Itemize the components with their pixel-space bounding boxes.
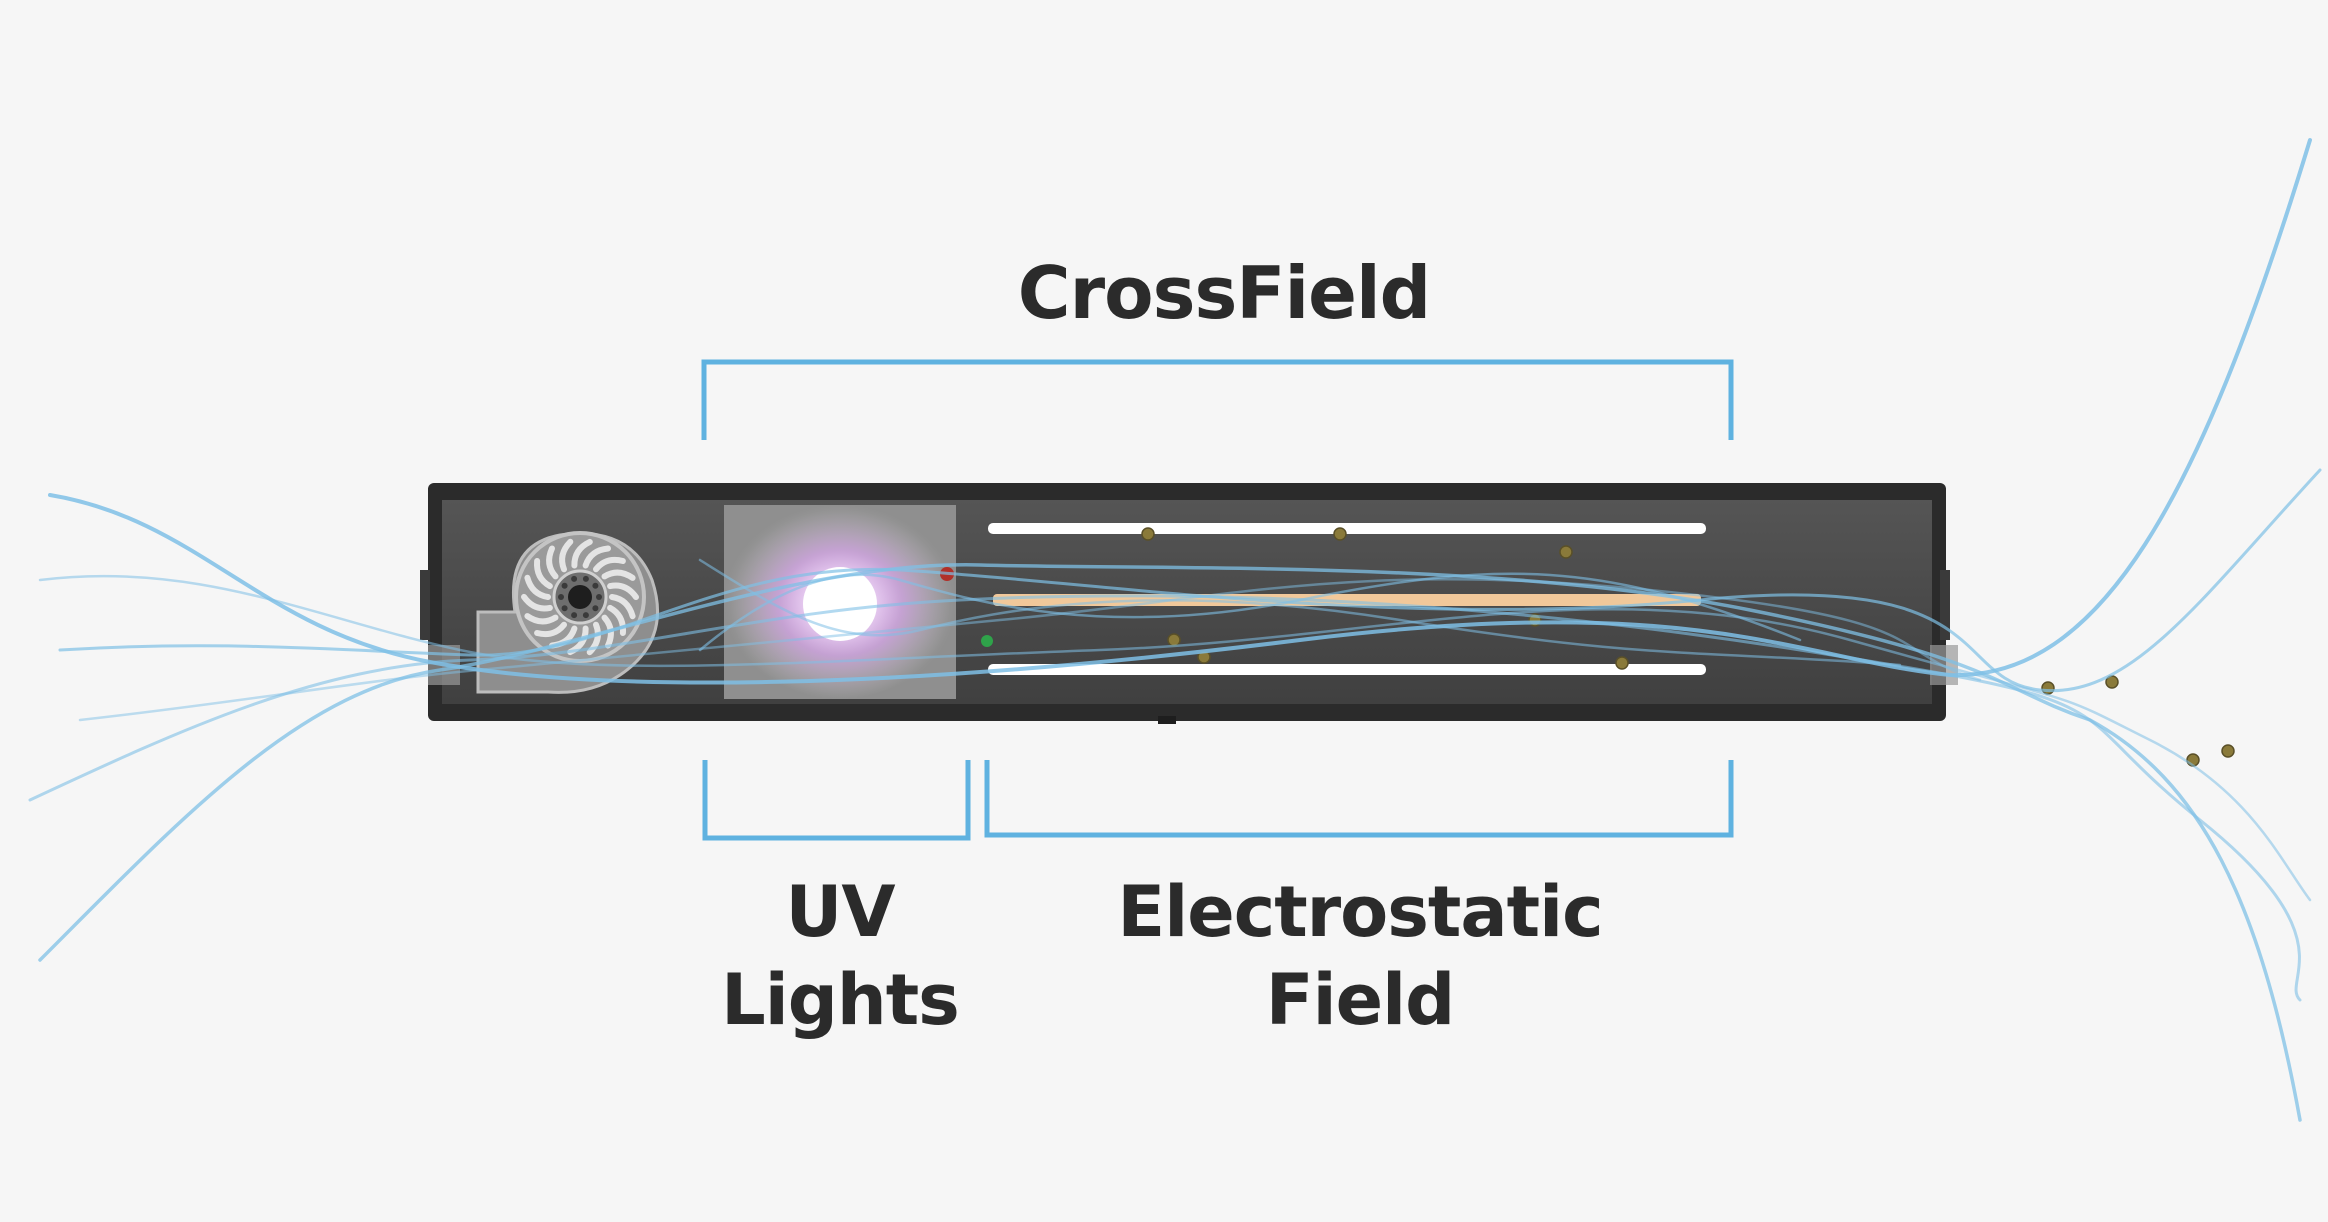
fan-hub-hole: [558, 594, 564, 600]
fan-hub-hole: [592, 582, 599, 589]
particle: [2221, 744, 2235, 758]
fan-blade: [524, 613, 559, 625]
fan-blade: [571, 538, 593, 569]
particle: [1167, 633, 1181, 647]
fan-blade: [593, 556, 626, 573]
particle: [2041, 681, 2055, 695]
crossfield-title: CrossField: [1017, 251, 1431, 335]
electrostatic-field-bracket: [984, 760, 1734, 838]
fan-blade: [521, 593, 553, 612]
fan-blade: [534, 621, 567, 638]
crossfield-label: CrossField: [1014, 248, 1434, 338]
fan-blade: [601, 569, 636, 581]
electrostatic-field-label: Electrostatic Field: [1060, 868, 1660, 1044]
fan-hub-hole: [561, 582, 568, 589]
particle-green: [981, 635, 993, 647]
airflow-stream: [38, 574, 2312, 902]
fan-blade: [609, 594, 636, 620]
particle: [1559, 545, 1573, 559]
uv-lights-label-line2: Lights: [721, 959, 960, 1041]
uv-lights-bracket: [702, 760, 971, 841]
uv-lights-label: UV Lights: [680, 868, 1000, 1044]
fan-blade: [559, 538, 574, 573]
airflow-stream: [78, 577, 1982, 722]
fan-blade: [534, 558, 553, 590]
particle: [1615, 656, 1629, 670]
particle: [1333, 527, 1347, 541]
fan-blade: [546, 545, 559, 580]
airflow-streams: [28, 138, 2322, 1122]
airflow-stream: [698, 572, 1802, 652]
fan-hub-hole: [582, 612, 589, 619]
electrostatic-field-label-line2: Field: [1265, 959, 1455, 1041]
fan-blade: [524, 574, 551, 600]
airflow-stream: [698, 558, 1902, 667]
particle: [1141, 527, 1155, 541]
airflow-stream: [48, 138, 2312, 685]
fan-blade: [607, 604, 626, 636]
airflow-stream: [38, 563, 2302, 1122]
uv-lamp-icon: [803, 567, 877, 641]
fan-hub-hole: [571, 612, 578, 619]
fan-hub-hole: [596, 594, 602, 600]
crossfield-bracket: [701, 359, 1734, 440]
fan-blade: [582, 545, 611, 569]
fan-hub-hole: [582, 575, 589, 582]
airflow-stream: [58, 468, 2322, 693]
fan-blade: [607, 582, 639, 601]
fan-hub-hole: [592, 605, 599, 612]
airflow-stream: [28, 594, 2302, 1002]
fan-hub-hole: [561, 605, 568, 612]
fan-hub-hole: [571, 575, 578, 582]
uv-lights-label-line1: UV: [785, 871, 895, 953]
electrostatic-field-label-line1: Electrostatic: [1117, 871, 1603, 953]
fan-blade: [586, 621, 601, 656]
